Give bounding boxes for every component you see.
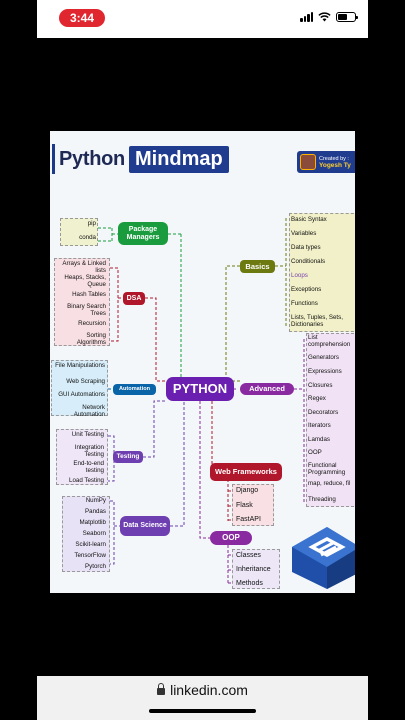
node-web-frameworks: Web Frameworks xyxy=(210,463,282,481)
list-item: Web Scraping xyxy=(66,378,105,385)
status-time[interactable]: 3:44 xyxy=(59,9,105,27)
credit-label: Created by : xyxy=(319,155,349,162)
list-item: Exceptions xyxy=(291,286,322,293)
list-item: Methods xyxy=(236,580,263,587)
node-advanced: Advanced xyxy=(240,383,294,395)
phone-screen: 3:44 xyxy=(37,0,368,720)
post-content: Python Mindmap Created by : Yogesh Ty PY… xyxy=(37,38,368,676)
list-item: Recursion xyxy=(78,320,106,327)
list-item: Integration Testing xyxy=(74,444,104,458)
list-item: Heaps, Stacks, Queue xyxy=(64,274,106,288)
title-mindmap: Mindmap xyxy=(128,145,229,173)
list-item: Seaborn xyxy=(82,530,106,537)
group-basics xyxy=(289,213,355,332)
list-item: Generators xyxy=(308,354,339,361)
list-item: Binary Search Trees xyxy=(67,303,106,317)
group-automation xyxy=(51,360,108,416)
list-item: Variables xyxy=(291,230,317,237)
list-item: Conditionals xyxy=(291,258,326,265)
list-item: Functional Programming xyxy=(308,462,346,476)
list-item: conda xyxy=(79,234,96,241)
list-item: map, reduce, fil xyxy=(308,480,351,487)
group-advanced xyxy=(306,333,355,507)
battery-icon xyxy=(336,12,358,22)
list-item: Decorators xyxy=(308,409,339,416)
title-python: Python xyxy=(59,147,125,170)
node-testing: Testing xyxy=(113,451,143,463)
list-item: List comprehension xyxy=(308,334,351,348)
list-item: Scikit-learn xyxy=(75,541,106,548)
list-item: Inheritance xyxy=(236,566,271,573)
title-accent-bar xyxy=(52,144,55,174)
list-item: TensorFlow xyxy=(74,552,106,559)
list-item: File Manipulations xyxy=(55,362,105,369)
list-item: Loops xyxy=(291,272,308,279)
list-item: Data types xyxy=(291,244,321,251)
list-item: Closures xyxy=(308,382,333,389)
list-item: Django xyxy=(236,487,259,494)
list-item: Pandas xyxy=(85,508,106,515)
home-indicator[interactable] xyxy=(149,709,256,713)
list-item: OOP xyxy=(308,449,322,456)
list-item: Functions xyxy=(291,300,318,307)
lock-icon xyxy=(157,683,166,695)
center-node-python: PYTHON xyxy=(166,377,234,401)
list-item: Flask xyxy=(236,502,253,509)
list-item: Basic Syntax xyxy=(291,216,327,223)
list-item: Expressions xyxy=(308,368,342,375)
node-package-managers: Package Managers xyxy=(118,222,168,245)
group-testing xyxy=(56,429,108,485)
mindmap-title: Python Mindmap xyxy=(52,143,229,175)
list-item: Network Automation xyxy=(73,404,105,418)
list-item: Sorting Algorithms xyxy=(76,332,106,346)
list-item: Regex xyxy=(308,395,326,402)
list-item: GUI Automations xyxy=(58,391,105,398)
list-item: Lamdas xyxy=(308,436,331,443)
cube-logo-icon xyxy=(292,527,355,589)
node-dsa: DSA xyxy=(123,292,145,305)
list-item: Arrays & Linked lists xyxy=(62,260,106,274)
group-dsa xyxy=(54,258,110,346)
credit-name: Yogesh Ty xyxy=(319,161,351,169)
node-data-science: Data Science xyxy=(120,516,170,536)
list-item: Threading xyxy=(308,496,336,503)
group-oop xyxy=(232,549,280,589)
group-web-frameworks xyxy=(232,484,274,526)
url-text: linkedin.com xyxy=(170,682,248,698)
node-automation: Automation xyxy=(113,384,156,395)
list-item: FastAPI xyxy=(236,516,261,523)
node-oop: OOP xyxy=(210,531,252,545)
list-item: Load Testing xyxy=(69,477,104,484)
list-item: Unit Testing xyxy=(71,431,104,438)
python-mindmap-image: Python Mindmap Created by : Yogesh Ty PY… xyxy=(50,131,355,593)
signal-icon xyxy=(300,12,313,22)
browser-bottom-bar: linkedin.com xyxy=(37,676,368,720)
address-bar[interactable]: linkedin.com xyxy=(37,682,368,698)
list-item: Lists, Tuples, Sets, Dictionaries xyxy=(291,314,343,328)
list-item: pip xyxy=(87,220,96,227)
creator-badge: Created by : Yogesh Ty xyxy=(297,151,355,173)
list-item: NumPy xyxy=(85,497,106,504)
list-item: Iterators xyxy=(308,422,331,429)
node-basics: Basics xyxy=(240,260,275,273)
wifi-icon xyxy=(318,12,331,22)
list-item: End-to-end testing xyxy=(73,460,104,474)
list-item: Matplotlib xyxy=(79,519,106,526)
list-item: Classes xyxy=(236,552,261,559)
status-bar: 3:44 xyxy=(37,0,368,38)
list-item: Hash Tables xyxy=(72,291,106,298)
creator-avatar xyxy=(300,154,316,170)
group-data-science xyxy=(62,496,110,572)
list-item: Pytorch xyxy=(85,563,106,570)
status-icons xyxy=(300,12,358,22)
group-package-managers xyxy=(60,218,98,246)
